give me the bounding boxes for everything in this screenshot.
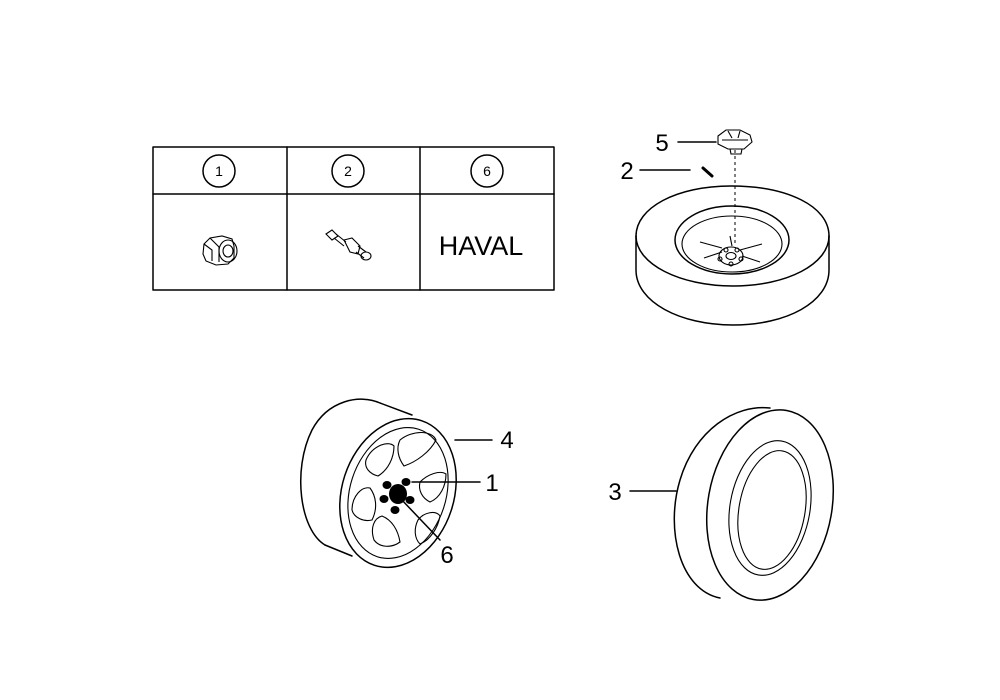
table-header-2: 2 <box>331 154 365 188</box>
tire-side-outline <box>635 235 830 326</box>
tire-inner <box>728 440 812 576</box>
tire-outer <box>705 409 835 601</box>
valve-stem-icon <box>325 229 372 261</box>
rim-assembly: 4 1 6 <box>300 398 514 569</box>
rim-barrel-bottom <box>324 544 353 557</box>
tire-back-edge <box>673 406 771 599</box>
tire-top-outline <box>635 185 830 237</box>
assembled-wheel: 5 2 <box>620 129 830 326</box>
callout-1: 1 <box>485 470 498 497</box>
header-circle <box>331 154 365 188</box>
callout-5: 5 <box>655 130 668 157</box>
callout-3: 3 <box>608 479 621 506</box>
hub-cap-icon <box>717 129 753 155</box>
rim-inner-lip <box>347 427 449 559</box>
header-circle <box>470 154 504 188</box>
tire-tread-line <box>635 235 830 287</box>
callout-6: 6 <box>440 542 453 569</box>
rim-opening <box>674 205 790 275</box>
rim-barrel-back <box>300 398 413 546</box>
table-header-6: 6 <box>470 154 504 188</box>
rim-hub <box>379 478 415 514</box>
rim-inner <box>681 215 783 273</box>
parts-table: 1 2 6 HAVAL <box>152 146 555 291</box>
table-border <box>152 146 555 291</box>
header-number: 2 <box>344 163 352 179</box>
tire-bead <box>737 450 807 570</box>
valve-small-icon <box>701 166 714 178</box>
rim-spokes <box>699 235 763 267</box>
callout-4: 4 <box>500 427 513 454</box>
brand-label: HAVAL <box>439 231 524 261</box>
rim-front-face <box>339 417 457 569</box>
tire-assembly: 3 <box>608 406 835 601</box>
table-header-1: 1 <box>202 154 236 188</box>
header-number: 6 <box>483 163 491 179</box>
header-number: 1 <box>215 163 223 179</box>
leader-line <box>399 497 441 541</box>
header-circle <box>202 154 236 188</box>
lug-nut-icon <box>202 235 238 266</box>
callout-2: 2 <box>620 158 633 185</box>
